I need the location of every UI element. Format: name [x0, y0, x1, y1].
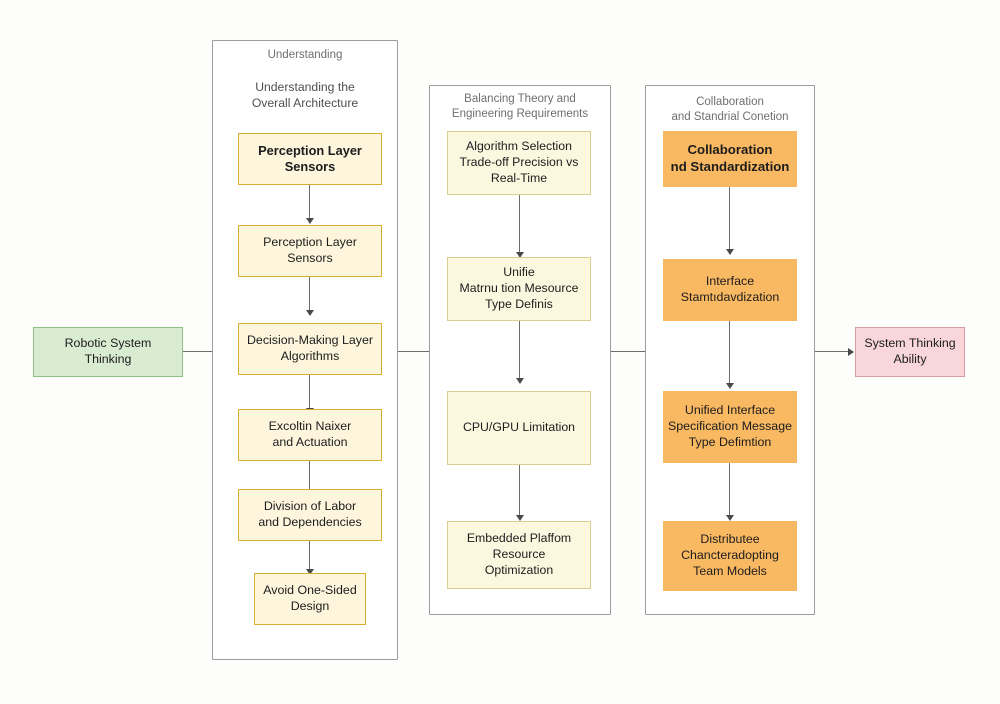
- arrow-col3-2-3: [725, 383, 734, 389]
- connector-col1-to-col2: [398, 351, 429, 353]
- arrow-col1-5-6: [305, 569, 314, 575]
- arrow-col2-3-4: [515, 515, 524, 521]
- connector-col1-4-5: [309, 461, 311, 490]
- connector-start-to-col1: [183, 351, 212, 353]
- arrow-col1-1-2: [305, 218, 314, 224]
- connector-col2-1-2: [519, 195, 521, 252]
- node-division-of-labor-and-dependencies: Division of Labor and Dependencies: [238, 489, 382, 541]
- start-node-robotic-system-thinking: Robotic System Thinking: [33, 327, 183, 377]
- arrow-col2-2-3: [515, 378, 524, 384]
- node-execution-and-actuation: Excoltin Naixer and Actuation: [238, 409, 382, 461]
- connector-col3-1-2: [729, 187, 731, 249]
- end-node-system-thinking-ability: System Thinking Ability: [855, 327, 965, 377]
- node-collaboration-and-standardization: Collaboration nd Standardization: [663, 131, 797, 187]
- group-collaboration-title: Collaboration and Standrial Conetion: [671, 96, 789, 124]
- node-perception-layer-sensors-2: Perception Layer Sensors: [238, 225, 382, 277]
- connector-col3-3-4: [729, 463, 731, 515]
- arrow-col1-2-3: [305, 310, 314, 316]
- node-decision-making-layer-algorithms: Decision-Making Layer Algorithms: [238, 323, 382, 375]
- node-cpu-gpu-limitation: CPU/GPU Limitation: [447, 391, 591, 465]
- connector-col2-to-col3: [611, 351, 645, 353]
- node-unified-resource-type-definition: Unifie Matrnu tion Mesource Type Definis: [447, 257, 591, 321]
- node-algorithm-selection-tradeoff: Algorithm Selection Trade-off Precision …: [447, 131, 591, 195]
- connector-col1-3-4: [309, 375, 311, 408]
- arrow-col3-to-end: [848, 347, 854, 356]
- node-embedded-platform-resource-optimization: Embedded Plaffom Resource Optimization: [447, 521, 591, 589]
- node-distributed-team-models: Distributee Chancteradopting Team Models: [663, 521, 797, 591]
- arrow-col2-1-2: [515, 252, 524, 258]
- connector-col3-2-3: [729, 321, 731, 383]
- connector-col1-1-2: [309, 185, 311, 218]
- node-interface-standardization: Interface Stamtıdavdization: [663, 259, 797, 321]
- connector-col1-2-3: [309, 277, 311, 310]
- connector-col2-3-4: [519, 465, 521, 515]
- node-avoid-one-sided-design: Avoid One-Sided Design: [254, 573, 366, 625]
- arrow-col3-1-2: [725, 249, 734, 255]
- group-understanding-subtitle: Understanding the Overall Architecture: [251, 80, 359, 111]
- group-balancing-title: Balancing Theory and Engineering Require…: [451, 93, 589, 121]
- connector-col1-5-6: [309, 541, 311, 569]
- arrow-col3-3-4: [725, 515, 734, 521]
- node-unified-interface-specification: Unified Interface Specification Message …: [663, 391, 797, 463]
- node-perception-layer-sensors-1: Perception Layer Sensors: [238, 133, 382, 185]
- connector-col2-2-3: [519, 321, 521, 378]
- connector-col3-to-end: [815, 351, 848, 353]
- group-understanding-title: Understanding: [267, 49, 343, 61]
